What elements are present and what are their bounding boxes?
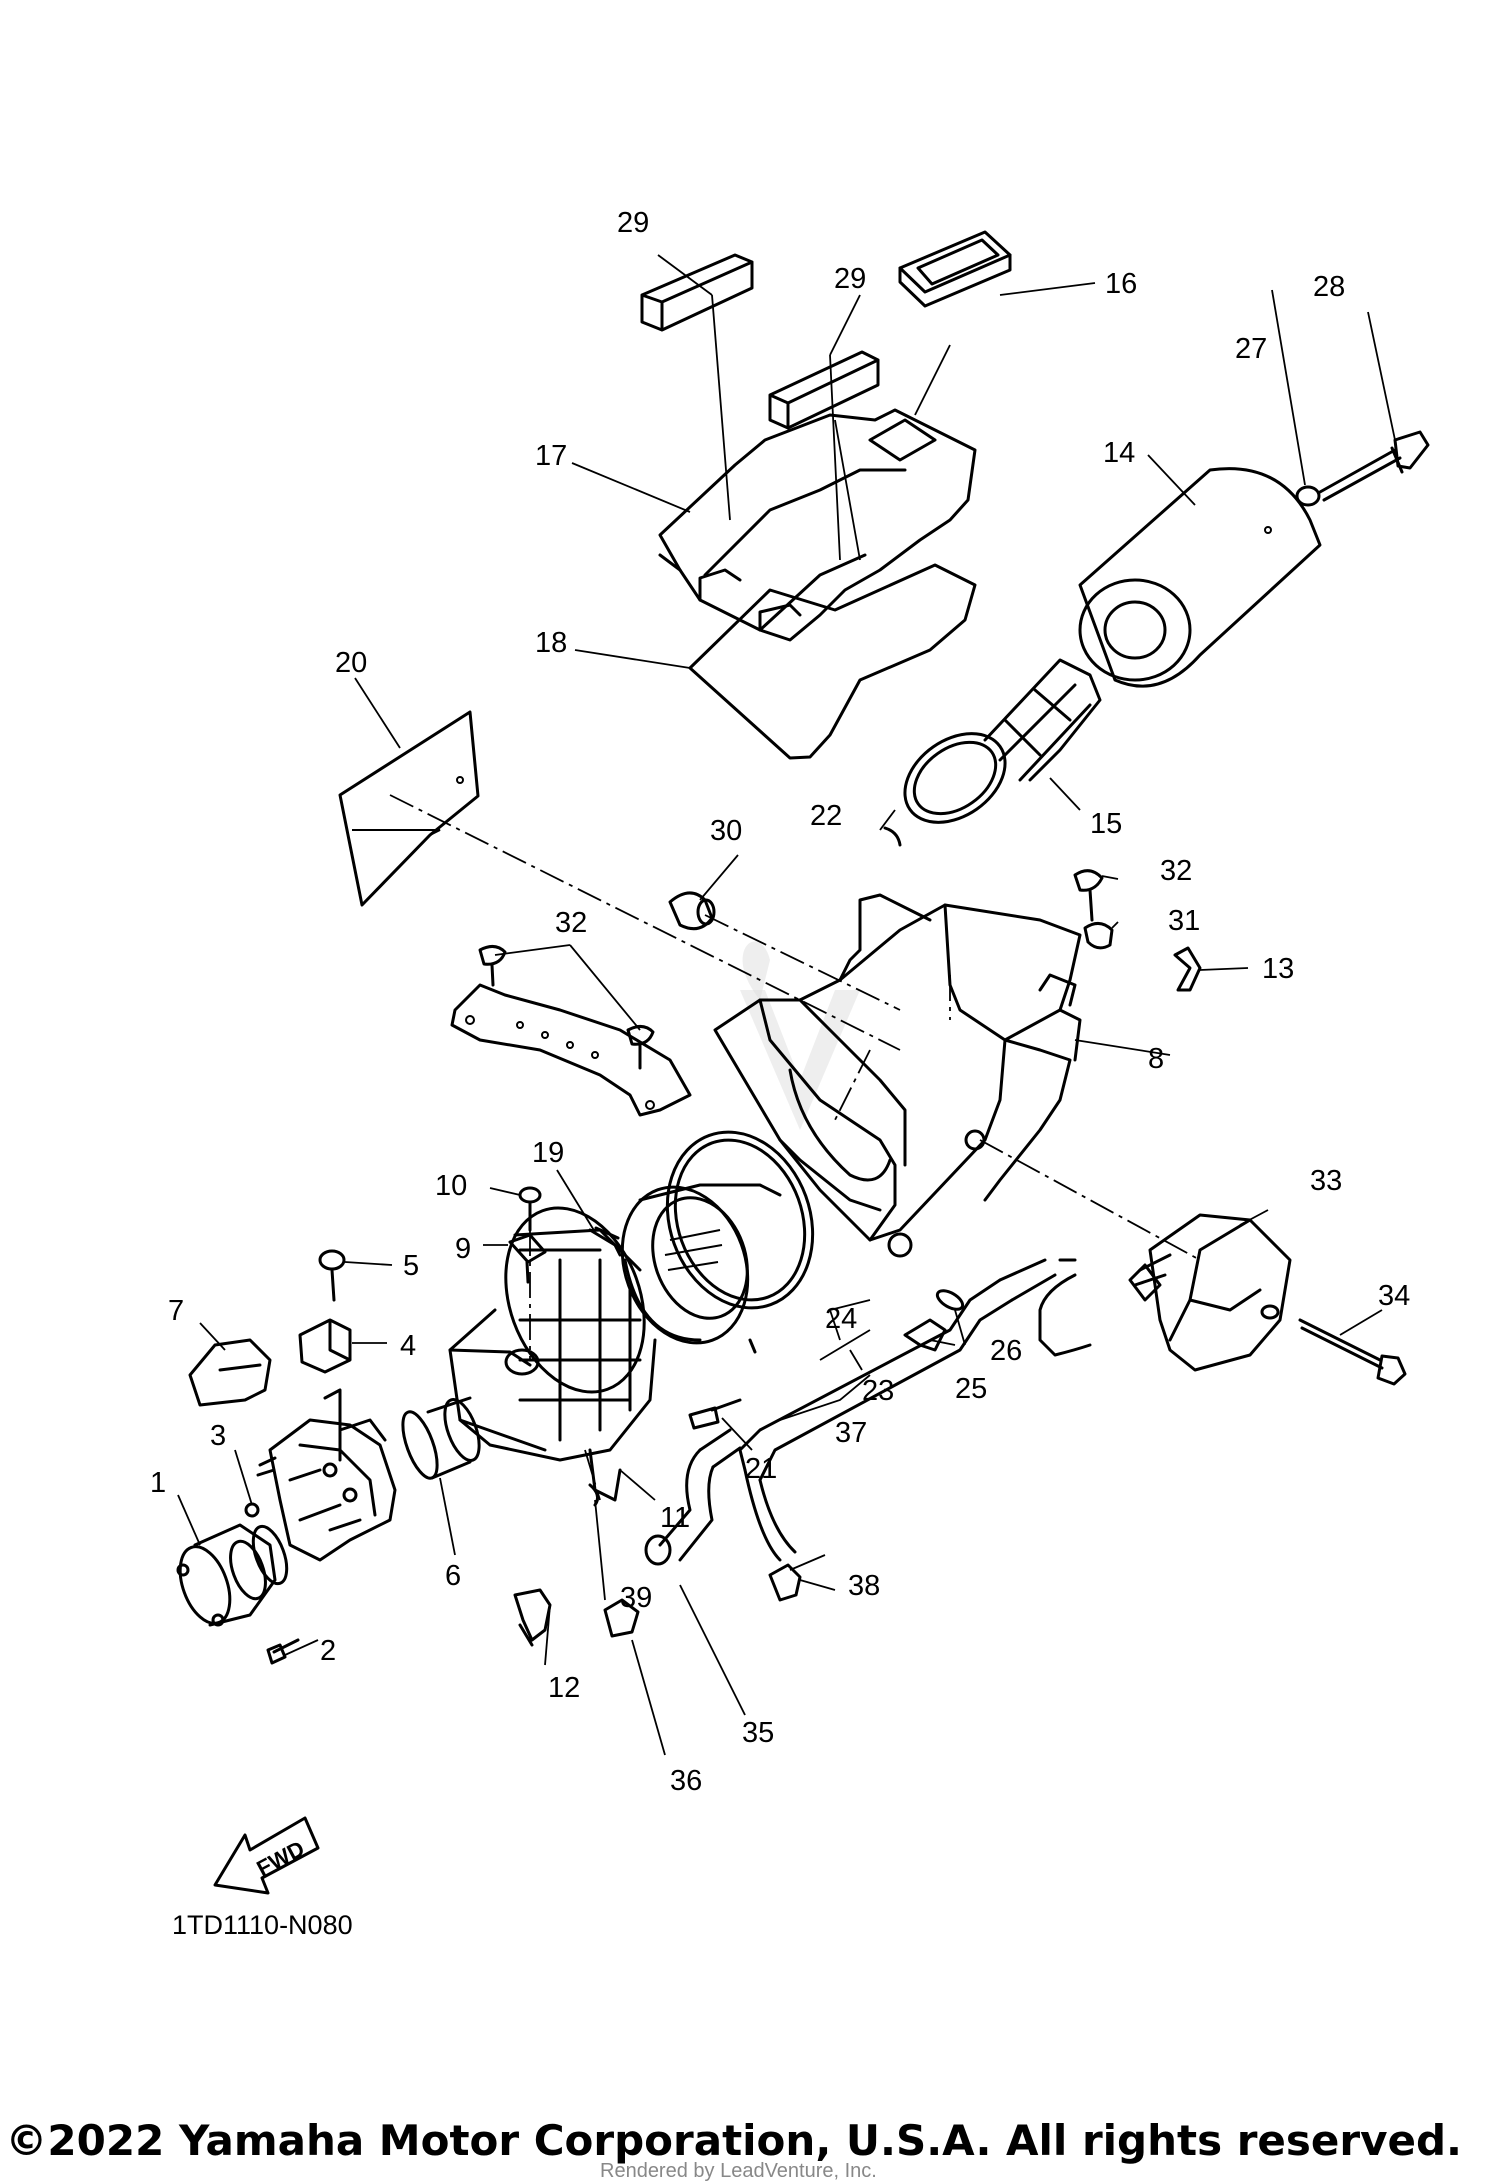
callout-32b: 32 — [555, 907, 587, 939]
callout-34: 34 — [1378, 1280, 1410, 1312]
callout-31: 31 — [1168, 905, 1200, 937]
part-14-filter — [1078, 467, 1322, 688]
part-6-clamp — [401, 1396, 481, 1480]
part-32-bracket — [450, 945, 692, 1117]
callout-24: 24 — [825, 1303, 857, 1335]
part-2-bolt — [266, 1638, 300, 1665]
callout-15: 15 — [1090, 808, 1122, 840]
callout-7: 7 — [168, 1295, 184, 1327]
part-13-clip — [1173, 946, 1202, 992]
part-28-bolt — [1318, 430, 1430, 502]
part-25-clip — [903, 1318, 947, 1352]
part-38-clamp — [768, 1563, 802, 1602]
diagram-code: 1TD1110-N080 — [172, 1910, 353, 1940]
callout-27: 27 — [1235, 333, 1267, 365]
callout-6: 6 — [445, 1560, 461, 1592]
part-17-cover — [658, 408, 977, 642]
rendered-by-note: Rendered by LeadVenture, Inc. — [600, 2160, 877, 2182]
callout-4: 4 — [400, 1330, 416, 1362]
part-33-resonator — [1128, 1213, 1292, 1372]
callout-33: 33 — [1310, 1165, 1342, 1197]
part-18-gasket — [688, 563, 977, 760]
part-27-washer — [1295, 485, 1321, 507]
callout-28: 28 — [1313, 271, 1345, 303]
part-30-grommet — [668, 891, 716, 931]
part-37-hose — [738, 1258, 1092, 1562]
callout-labels: 1 2 3 4 5 6 7 8 9 10 11 12 13 14 15 16 1… — [150, 207, 1410, 1797]
part-24-oring — [665, 1130, 815, 1310]
callout-26: 26 — [990, 1335, 1022, 1367]
part-7-cover — [188, 1338, 272, 1407]
part-15-cage — [903, 658, 1102, 824]
copyright-notice: ©2022 Yamaha Motor Corporation, U.S.A. A… — [5, 2116, 1462, 2165]
callout-30: 30 — [710, 815, 742, 847]
callout-16: 16 — [1105, 268, 1137, 300]
part-8-airbox — [713, 893, 1082, 1258]
part-36-clamp — [603, 1598, 640, 1638]
callout-5: 5 — [403, 1250, 419, 1282]
part-4-sensor — [298, 1318, 352, 1374]
leader-lines — [177, 254, 1396, 1756]
part-19-clamp — [588, 1226, 622, 1257]
part-12-elbow — [513, 1588, 552, 1647]
callout-22: 22 — [810, 800, 842, 832]
callout-12: 12 — [548, 1672, 580, 1704]
part-16-grommet — [898, 230, 1012, 308]
part-26-ring — [935, 1289, 965, 1311]
callout-13: 13 — [1262, 953, 1294, 985]
callout-29b: 29 — [834, 263, 866, 295]
part-throttle-body — [256, 1388, 397, 1562]
part-11-duct — [448, 1206, 657, 1502]
part-22-clip — [883, 826, 902, 847]
assembly-lines — [389, 794, 1201, 1501]
part-35-hose — [644, 1428, 742, 1566]
fwd-arrow-icon: FWD — [213, 1816, 320, 1895]
part-31-collar — [1083, 922, 1114, 950]
part-23-joint — [620, 1183, 782, 1354]
watermark-logo — [740, 941, 860, 1130]
callout-21: 21 — [745, 1453, 777, 1485]
part-5-screw — [318, 1249, 346, 1302]
part-39-clip — [588, 1483, 600, 1507]
callout-18: 18 — [535, 627, 567, 659]
callout-23: 23 — [862, 1375, 894, 1407]
callout-17: 17 — [535, 440, 567, 472]
callout-2: 2 — [320, 1635, 336, 1667]
callout-1: 1 — [150, 1467, 166, 1499]
part-20-sheet — [338, 710, 480, 907]
callout-38: 38 — [848, 1570, 880, 1602]
callout-14: 14 — [1103, 437, 1135, 469]
callout-19: 19 — [532, 1137, 564, 1169]
part-32-bolt-top — [1073, 869, 1104, 922]
callout-29: 29 — [617, 207, 649, 239]
callout-9: 9 — [455, 1233, 471, 1265]
callout-36: 36 — [670, 1765, 702, 1797]
part-9-sensor — [508, 1233, 547, 1284]
callout-25: 25 — [955, 1373, 987, 1405]
callout-20: 20 — [335, 647, 367, 679]
callout-3: 3 — [210, 1420, 226, 1452]
callout-39: 39 — [620, 1582, 652, 1614]
callout-10: 10 — [435, 1170, 467, 1202]
part-21-rivet — [688, 1398, 742, 1430]
callout-32: 32 — [1160, 855, 1192, 887]
callout-8: 8 — [1148, 1043, 1164, 1075]
part-1-joint — [176, 1523, 277, 1627]
callout-37: 37 — [835, 1417, 867, 1449]
callout-11: 11 — [660, 1502, 690, 1534]
part-34-bolt — [1298, 1318, 1407, 1386]
callout-35: 35 — [742, 1717, 774, 1749]
